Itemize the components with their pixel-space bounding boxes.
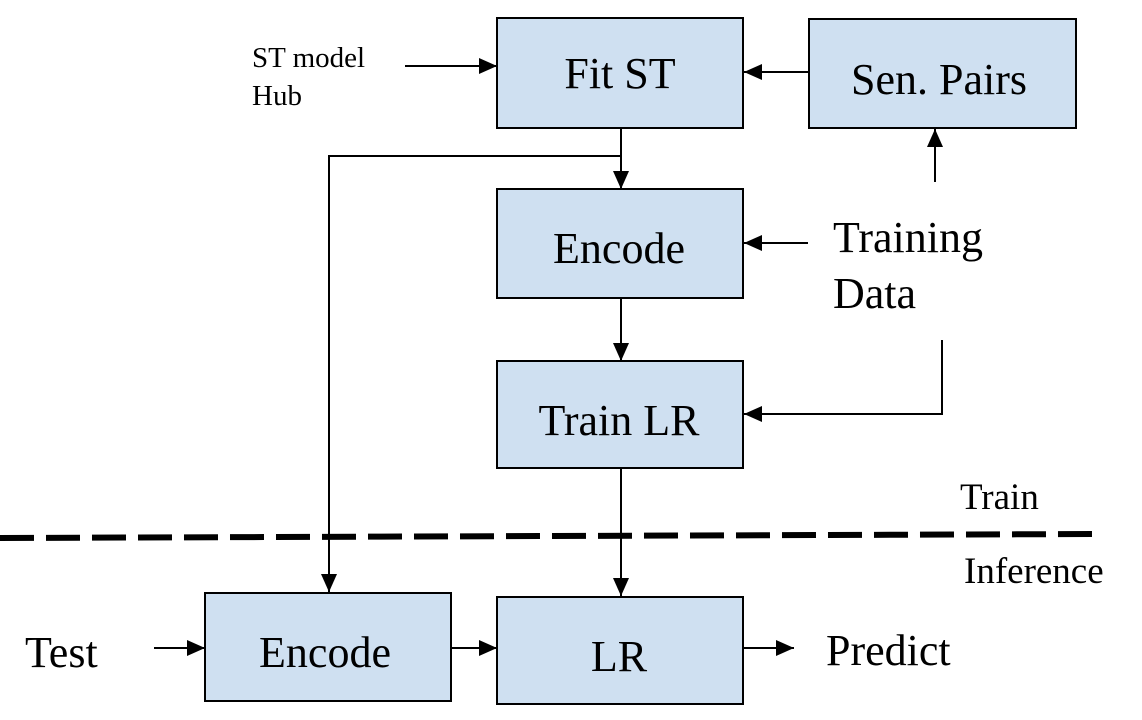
node-train-lr: Train LR bbox=[496, 360, 744, 469]
fit-st-box bbox=[496, 17, 744, 129]
node-fit-st: Fit ST bbox=[496, 17, 744, 129]
train-phase-label: Train bbox=[960, 477, 1039, 518]
sen-pairs-box bbox=[808, 18, 1077, 129]
encode-test-box bbox=[204, 592, 452, 702]
arrow-training-data-to-train-lr bbox=[744, 340, 943, 422]
encode-train-label: Encode bbox=[553, 224, 685, 273]
test-label: Test bbox=[25, 628, 98, 677]
fit-st-label: Fit ST bbox=[564, 49, 675, 98]
inference-phase-label: Inference bbox=[964, 551, 1104, 592]
node-lr: LR bbox=[496, 596, 744, 705]
arrow-fit-st-to-test-encode bbox=[321, 155, 621, 592]
train-lr-label: Train LR bbox=[539, 396, 701, 445]
predict-label: Predict bbox=[826, 626, 951, 675]
training-data-label: Training Data bbox=[833, 213, 983, 318]
lr-label: LR bbox=[591, 632, 648, 681]
st-model-hub-line1: ST model bbox=[252, 42, 365, 74]
connectors bbox=[154, 58, 943, 656]
training-data-line1: Training bbox=[833, 213, 983, 262]
training-data-line2: Data bbox=[833, 269, 916, 318]
train-lr-box bbox=[496, 360, 744, 469]
node-encode-test: Encode bbox=[204, 592, 452, 702]
node-sen-pairs: Sen. Pairs bbox=[808, 18, 1077, 129]
st-model-hub-label: ST model Hub bbox=[252, 42, 365, 112]
encode-test-label: Encode bbox=[259, 628, 391, 677]
sen-pairs-label: Sen. Pairs bbox=[851, 55, 1027, 104]
lr-box bbox=[496, 596, 744, 705]
train-inference-separator bbox=[0, 531, 1101, 541]
node-encode-train: Encode bbox=[496, 188, 744, 299]
st-model-hub-line2: Hub bbox=[252, 80, 302, 112]
encode-train-box bbox=[496, 188, 744, 299]
